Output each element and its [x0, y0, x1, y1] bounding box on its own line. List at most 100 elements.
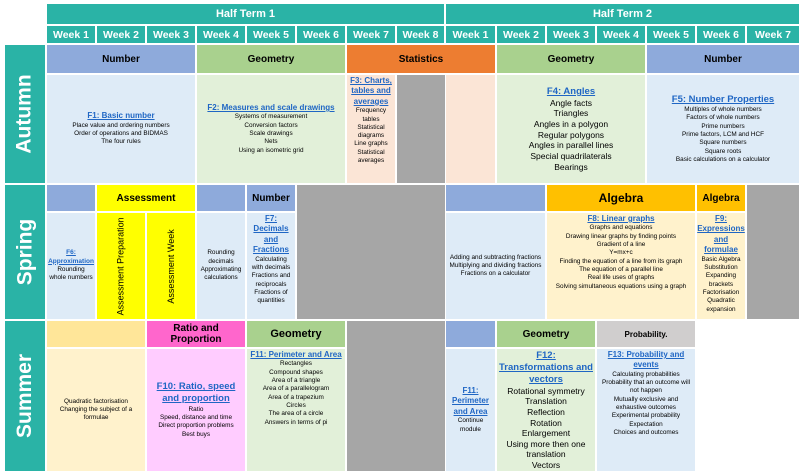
content-line: Quadratic factorisation — [64, 397, 128, 405]
content-line: Using more then one translation — [506, 438, 586, 460]
content-line: Expectation — [629, 420, 663, 428]
summer-topic-blank-2 — [445, 320, 496, 348]
content-line: Area of a triangle — [271, 377, 321, 385]
content-line: Rectangles — [280, 360, 312, 368]
spring-topic-algebra-2: Algebra — [696, 184, 746, 212]
content-line: The four rules — [101, 138, 141, 146]
content-line: Basic Algebra — [701, 255, 741, 263]
f5-title-link[interactable]: F5: Number Properties — [671, 93, 775, 105]
content-line: Angles in parallel lines — [528, 140, 614, 151]
content-line: Rounding whole numbers — [49, 266, 93, 282]
season-autumn: Autumn — [4, 44, 46, 184]
season-summer-label: Summer — [13, 353, 36, 439]
content-line: Bearings — [554, 161, 588, 172]
week-header: Week 6 — [296, 25, 346, 44]
f9-title-link[interactable]: F9: Expressions and formulae — [697, 214, 745, 255]
content-line: Answers in terms of pi — [264, 418, 328, 426]
half-term-1-header: Half Term 1 — [46, 3, 445, 25]
content-line: Systems of measurement — [234, 113, 308, 121]
f3-title-link[interactable]: F3: Charts, tables and averages — [350, 76, 392, 106]
summer-topic-geometry: Geometry — [246, 320, 346, 348]
spring-topic-blank-2 — [196, 184, 246, 212]
assessment-week-label: Assessment Week — [165, 228, 176, 304]
spring-empty-grey-2 — [746, 184, 800, 320]
content-line: Direct proportion problems — [158, 422, 234, 430]
content-line: The area of a circle — [268, 410, 324, 418]
content-line: Fractions of quantities — [254, 288, 288, 305]
spring-topic-blank-1 — [46, 184, 96, 212]
content-line: Approximating calculations — [200, 266, 242, 282]
content-line: Solving simultaneous equations using a g… — [555, 282, 687, 290]
content-line: Vectors — [531, 460, 561, 470]
content-line: Order of operations and BIDMAS — [74, 130, 168, 138]
content-line: Calculating with decimals — [251, 255, 291, 271]
content-line: Angles in a polygon — [533, 119, 609, 129]
week-header: Week 6 — [696, 25, 746, 44]
summer-topic-ratio: Ratio and Proportion — [146, 320, 246, 348]
spring-topic-blank-3 — [445, 184, 546, 212]
f13-title-link[interactable]: F13: Probability and events — [607, 350, 685, 370]
content-line: Statistical averages — [357, 148, 385, 165]
f13-probability-cell: F13: Probability and events Calculating … — [596, 348, 696, 472]
f11-title-link[interactable]: F11: Perimeter and Area — [250, 350, 342, 359]
f7-title-link[interactable]: F7: Decimals and Fractions — [252, 214, 289, 255]
content-line: Multiples of whole numbers — [684, 106, 762, 114]
season-spring: Spring — [4, 184, 46, 320]
season-spring-label: Spring — [13, 218, 36, 286]
autumn-topic-number-2: Number — [646, 44, 800, 74]
f4-title-link[interactable]: F4: Angles — [546, 85, 596, 97]
autumn-empty-grey — [396, 74, 446, 184]
spring-topic-algebra: Algebra — [546, 184, 696, 212]
f1-title-link[interactable]: F1: Basic number — [87, 111, 155, 121]
f11b-lines: Continue module — [448, 417, 493, 434]
f12-transformations-cell: F12: Transformations and vectors Rotatio… — [496, 348, 596, 472]
content-line: Fractions on a calculator — [460, 270, 531, 278]
content-line: Best buys — [181, 430, 211, 438]
f2-title-link[interactable]: F2: Measures and scale drawings — [207, 102, 335, 112]
content-line: Angle facts — [549, 97, 593, 108]
f11-continue-cell: F11: Perimeter and Area Continue module — [445, 348, 496, 472]
f5-number-properties-cell: F5: Number Properties Multiples of whole… — [646, 74, 800, 184]
season-summer: Summer — [4, 320, 46, 472]
f8-title-link[interactable]: F8: Linear graphs — [587, 214, 655, 223]
content-line: Mutually exclusive and exhaustive outcom… — [613, 395, 679, 412]
content-line: Compound shapes — [269, 368, 323, 376]
f10-title-link[interactable]: F10: Ratio, speed and proportion — [156, 381, 236, 405]
assessment-preparation-label: Assessment Preparation — [115, 216, 126, 316]
week-header: Week 4 — [196, 25, 246, 44]
week-header: Week 5 — [646, 25, 696, 44]
content-line: Gradient of a line — [596, 241, 646, 249]
content-line: Basic calculations on a calculator — [675, 155, 771, 163]
content-line: Translation — [525, 396, 567, 407]
autumn-topic-geometry: Geometry — [196, 44, 346, 74]
spring-empty-grey — [296, 184, 446, 320]
f11b-title-link[interactable]: F11: Perimeter and Area — [452, 386, 489, 416]
f6-title-link[interactable]: F6: Approximation — [48, 249, 94, 265]
spring-topic-number: Number — [246, 184, 296, 212]
content-line: Line graphs — [354, 140, 388, 148]
content-line: Fractions and reciprocals — [251, 272, 291, 288]
content-line: Speed, distance and time — [159, 414, 233, 422]
content-line: Y=mx+c — [609, 249, 633, 257]
autumn-empty-peach — [445, 74, 496, 184]
content-line: The equation of a parallel line — [579, 266, 663, 274]
week-header: Week 1 — [46, 25, 96, 44]
f12-title-link[interactable]: F12: Transformations and vectors — [499, 350, 593, 385]
content-line: Changing the subject of a formulae — [59, 405, 133, 422]
f6-approximation-cell: F6: Approximation Rounding whole numbers — [46, 212, 96, 320]
content-line: Experimental probability — [611, 412, 681, 420]
week-header: Week 7 — [346, 25, 396, 44]
